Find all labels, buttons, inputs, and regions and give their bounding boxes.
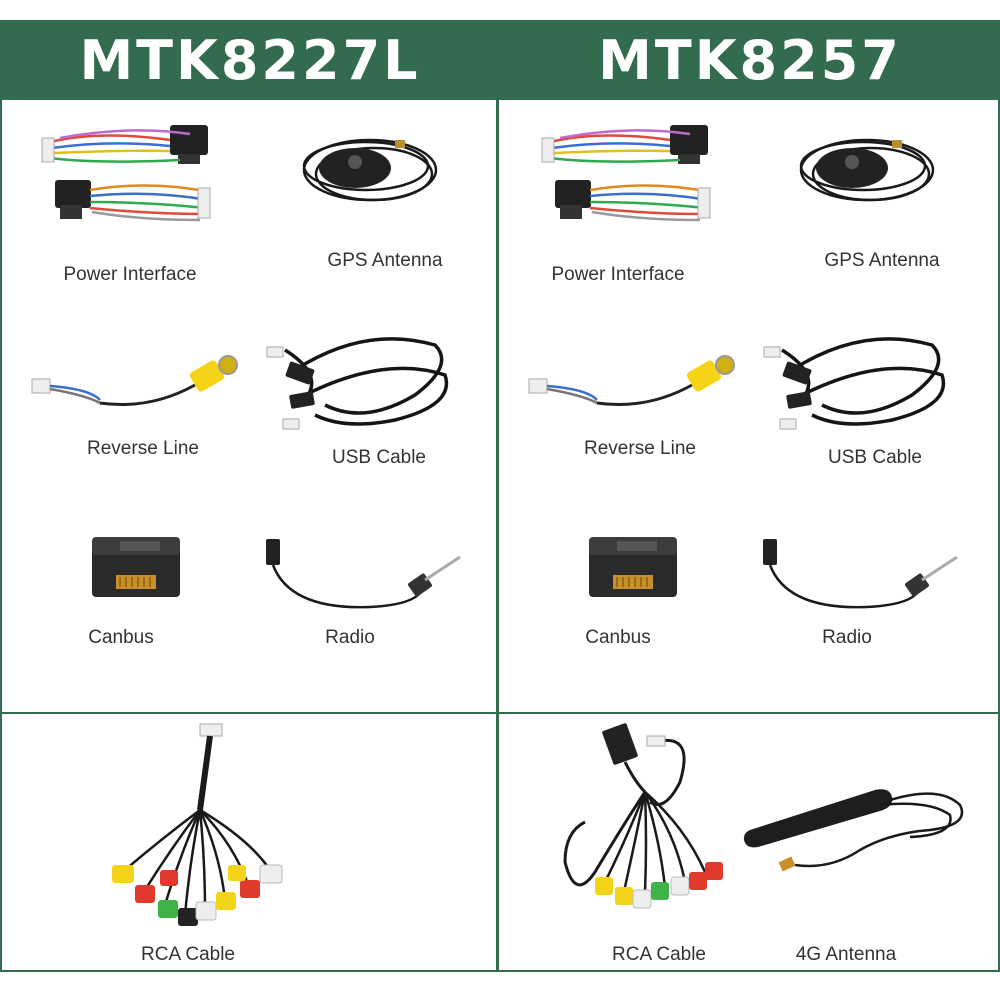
usb-cable-label: USB Cable — [332, 447, 426, 468]
row-divider — [0, 712, 1000, 714]
reverse-line-label: Reverse Line — [87, 438, 199, 459]
right-model-title: MTK8257 — [598, 28, 902, 92]
4g-antenna-label: 4G Antenna — [795, 944, 897, 965]
radio-cable-icon — [763, 539, 958, 609]
column-divider — [496, 98, 499, 972]
canbus-box-icon — [589, 537, 677, 597]
canbus-label: Canbus — [585, 627, 651, 648]
power-harness-icon — [541, 125, 711, 222]
left-model-title: MTK8227L — [79, 28, 421, 92]
comparison-frame — [0, 98, 1000, 972]
usb-cable-icon — [266, 337, 449, 430]
gps-antenna-icon — [799, 138, 935, 202]
gps-antenna-label: GPS Antenna — [327, 250, 443, 271]
rca-cable-label: RCA Cable — [141, 944, 235, 965]
radio-label: Radio — [325, 627, 375, 648]
4g-antenna-icon — [743, 789, 964, 872]
radio-cable-icon — [266, 539, 461, 609]
gps-antenna-label: GPS Antenna — [824, 250, 940, 271]
gps-antenna-icon — [302, 138, 438, 202]
radio-label: Radio — [822, 627, 872, 648]
rca-cable-icon — [563, 723, 723, 909]
header-bar: MTK8227L MTK8257 — [0, 20, 1000, 100]
usb-cable-icon — [763, 337, 946, 430]
canbus-label: Canbus — [88, 627, 154, 648]
rca-cable-label: RCA Cable — [612, 944, 706, 965]
power-interface-label: Power Interface — [63, 264, 197, 285]
power-interface-label: Power Interface — [551, 264, 685, 285]
reverse-line-icon — [528, 355, 735, 406]
usb-cable-label: USB Cable — [828, 447, 922, 468]
reverse-line-icon — [31, 355, 238, 406]
power-harness-icon — [41, 125, 211, 222]
canbus-box-icon — [92, 537, 180, 597]
rca-cable-icon — [112, 723, 283, 926]
reverse-line-label: Reverse Line — [584, 438, 696, 459]
